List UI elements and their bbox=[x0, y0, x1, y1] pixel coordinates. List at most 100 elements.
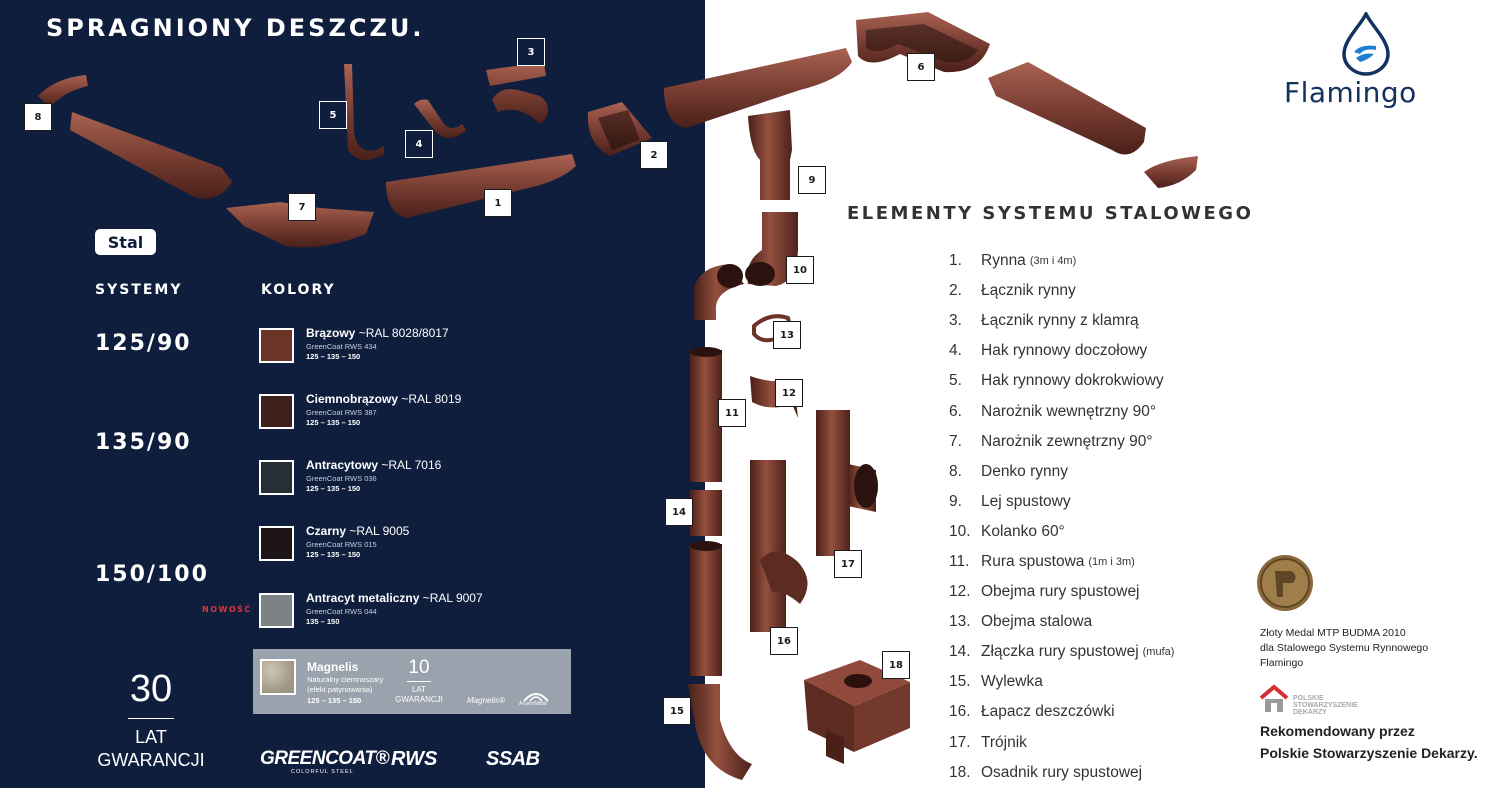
callout-7: 7 bbox=[288, 193, 316, 221]
item-number: 14. bbox=[949, 643, 971, 661]
color-name: Ciemnobrązowy bbox=[306, 392, 399, 406]
list-item: 10. Kolanko 60° bbox=[949, 517, 1174, 547]
callout-16: 16 bbox=[770, 627, 798, 655]
system-size-1: 125/90 bbox=[95, 331, 192, 356]
item-number: 12. bbox=[949, 583, 971, 601]
part-outlet-9 bbox=[748, 110, 792, 200]
item-number: 15. bbox=[949, 673, 971, 691]
magnelis-sizes: 125 – 135 – 150 bbox=[307, 696, 362, 705]
part-gutter-left bbox=[70, 112, 232, 199]
magnelis-option: Magnelis Naturalny ciemnoszary (efekt pa… bbox=[253, 649, 571, 714]
callout-11: 11 bbox=[718, 399, 746, 427]
list-item: 15. Wylewka bbox=[949, 667, 1174, 697]
recommended-text-1: Rekomendowany przez bbox=[1260, 723, 1415, 739]
item-label: Lej spustowy bbox=[981, 492, 1071, 510]
color-sizes: 125 – 135 – 150 bbox=[306, 550, 361, 559]
part-bracket-4 bbox=[414, 99, 466, 138]
color-coat: GreenCoat RWS 036 bbox=[306, 474, 377, 483]
flamingo-logo: Flamingo bbox=[1280, 10, 1450, 110]
part-corner-outer-7 bbox=[226, 202, 374, 248]
magnelis-warranty-years: 10 bbox=[408, 657, 430, 678]
item-number: 3. bbox=[949, 312, 962, 330]
callout-14: 14 bbox=[665, 498, 693, 526]
callout-9: 9 bbox=[798, 166, 826, 194]
color-ral: ~RAL 7016 bbox=[378, 458, 442, 472]
list-item: 5.Hak rynnowy dokrokwiowy bbox=[949, 366, 1174, 396]
colors-heading: KOLORY bbox=[261, 282, 336, 298]
list-item: 2. Łącznik rynny bbox=[949, 276, 1174, 306]
magnelis-description-2: (efekt patynowania) bbox=[307, 685, 373, 694]
house-icon bbox=[1259, 684, 1289, 712]
color-option-black: Czarny ~RAL 9005 GreenCoat RWS 015 125 –… bbox=[259, 524, 579, 562]
part-gutter-right bbox=[988, 62, 1146, 155]
list-item: 16.Łapacz deszczówki bbox=[949, 697, 1174, 727]
item-label: Denko rynny bbox=[981, 462, 1069, 480]
arcelormittal-logo-icon bbox=[523, 693, 549, 702]
water-drop-icon bbox=[1342, 12, 1390, 76]
item-number: 10. bbox=[949, 522, 971, 540]
color-coat: GreenCoat RWS 434 bbox=[306, 342, 377, 351]
color-ral: ~RAL 8028/8017 bbox=[355, 326, 449, 340]
callout-5: 5 bbox=[319, 101, 347, 129]
color-sizes: 125 – 135 – 150 bbox=[306, 418, 361, 427]
part-gutter-1 bbox=[386, 154, 576, 218]
color-coat: GreenCoat RWS 015 bbox=[306, 540, 377, 549]
warranty-label: GWARANCJI bbox=[97, 750, 205, 770]
item-number: 16. bbox=[949, 703, 971, 721]
color-option-anthracite: Antracytowy ~RAL 7016 GreenCoat RWS 036 … bbox=[259, 458, 579, 496]
part-hanger-5 bbox=[344, 64, 384, 161]
item-label: Złączka rury spustowej bbox=[981, 643, 1139, 661]
part-tee-17 bbox=[816, 410, 850, 556]
item-number: 18. bbox=[949, 763, 971, 781]
item-number: 5. bbox=[949, 372, 962, 390]
arcelormittal-label: ArcelorMittal bbox=[519, 701, 547, 707]
color-ral: ~RAL 8019 bbox=[398, 392, 462, 406]
recommended-text-2: Polskie Stowarzyszenie Dekarzy. bbox=[1260, 745, 1478, 761]
callout-12: 12 bbox=[775, 379, 803, 407]
logo-wordmark: Flamingo bbox=[1284, 76, 1417, 109]
new-badge: NOWOŚĆ bbox=[202, 605, 252, 614]
award-text-2: dla Stalowego Systemu Rynnowego bbox=[1260, 642, 1429, 654]
color-coat: GreenCoat RWS 044 bbox=[306, 607, 377, 616]
callout-8: 8 bbox=[24, 103, 52, 131]
part-end-cap-right bbox=[1144, 156, 1198, 188]
item-number: 7. bbox=[949, 432, 962, 450]
part-coupler-14 bbox=[690, 490, 722, 536]
item-label: Kolanko 60° bbox=[981, 522, 1065, 540]
item-note: (1m i 3m) bbox=[1088, 555, 1135, 568]
warranty-lat: LAT bbox=[135, 727, 167, 747]
list-item: 3.Łącznik rynny z klamrą bbox=[949, 306, 1174, 336]
part-downpipe-11 bbox=[690, 350, 722, 482]
divider bbox=[407, 681, 431, 682]
elements-heading: ELEMENTY SYSTEMU STALOWEGO bbox=[847, 203, 1254, 224]
item-number: 11. bbox=[949, 552, 970, 570]
color-swatch bbox=[259, 328, 294, 363]
greencoat-tagline: COLORFUL STEEL bbox=[291, 769, 354, 775]
item-label: Wylewka bbox=[981, 673, 1043, 691]
color-ral: ~RAL 9005 bbox=[346, 524, 410, 538]
item-number: 1. bbox=[949, 252, 962, 270]
color-option-metallic-anthracite: Antracyt metaliczny ~RAL 9007 GreenCoat … bbox=[259, 591, 579, 629]
item-label: Obejma stalowa bbox=[981, 613, 1093, 631]
psd-name-2: STOWARZYSZENIE bbox=[1293, 702, 1358, 709]
item-number: 2. bbox=[949, 282, 962, 300]
color-swatch bbox=[259, 460, 294, 495]
gold-medal-icon bbox=[1257, 555, 1313, 611]
callout-15: 15 bbox=[663, 697, 691, 725]
list-item: 13.Obejma stalowa bbox=[949, 607, 1174, 637]
list-item: 11. Rura spustowa(1m i 3m) bbox=[949, 547, 1174, 577]
item-number: 6. bbox=[949, 402, 962, 420]
divider bbox=[128, 718, 174, 719]
warranty-years: 30 bbox=[129, 668, 173, 710]
rws-logo: RWS bbox=[391, 748, 438, 770]
list-item: 1. Rynna(3m i 4m) bbox=[949, 246, 1174, 276]
color-name: Brązowy bbox=[306, 326, 356, 340]
item-label: Hak rynnowy doczołowy bbox=[981, 342, 1148, 360]
item-label: Rynna bbox=[981, 252, 1026, 270]
item-note: (3m i 4m) bbox=[1029, 255, 1077, 268]
item-label: Osadnik rury spustowej bbox=[981, 763, 1143, 781]
list-item: 14.Złączka rury spustowej(mufa) bbox=[949, 637, 1174, 667]
item-label: Łącznik rynny bbox=[981, 282, 1076, 300]
item-label: Rura spustowa bbox=[981, 552, 1085, 570]
award-text-1: Złoty Medal MTP BUDMA 2010 bbox=[1260, 627, 1406, 639]
